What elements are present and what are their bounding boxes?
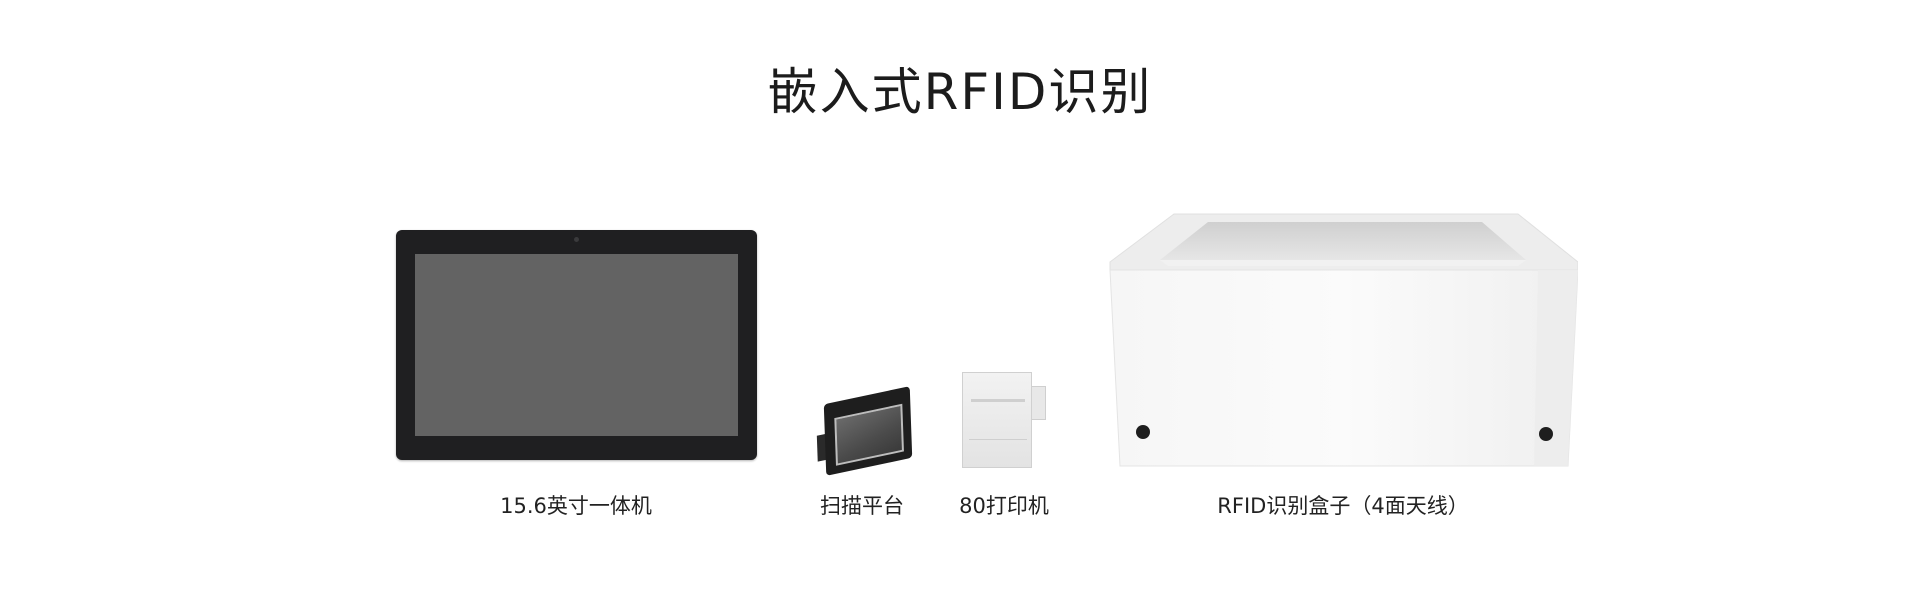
printer-icon: [962, 372, 1046, 468]
caption-rfid-box: RFID识别盒子（4面天线）: [1217, 494, 1469, 518]
page-title: 嵌入式RFID识别: [767, 63, 1153, 121]
caption-printer: 80打印机: [959, 494, 1049, 518]
scanner-icon: [816, 386, 913, 476]
caption-scanner: 扫描平台: [820, 494, 904, 518]
monitor-icon: [396, 230, 757, 460]
rfid-box-drawing: [1109, 213, 1578, 467]
foot-left: [1136, 425, 1150, 439]
camera-icon: [574, 237, 579, 242]
rfid-box-icon: [1108, 210, 1578, 470]
caption-monitor: 15.6英寸一体机: [500, 494, 652, 518]
monitor-screen: [415, 254, 738, 436]
foot-right: [1539, 427, 1553, 441]
